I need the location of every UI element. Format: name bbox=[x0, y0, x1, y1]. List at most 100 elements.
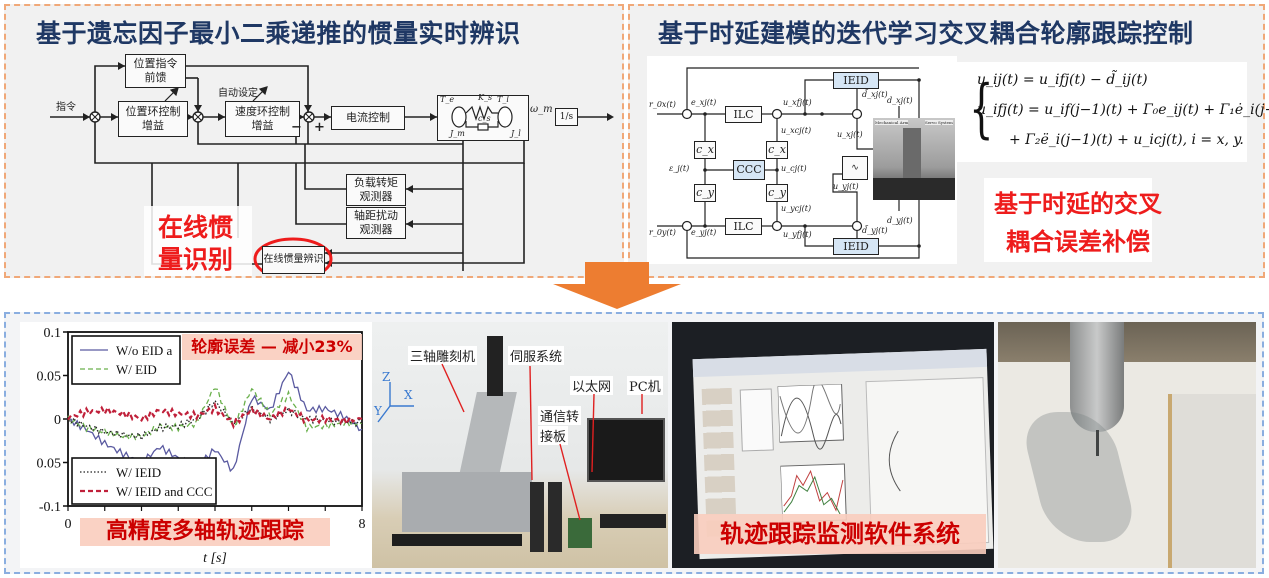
block-line: c_x bbox=[768, 143, 786, 156]
panel-title: 基于时延建模的迭代学习交叉耦合轮廓跟踪控制 bbox=[658, 19, 1194, 48]
tracking-trajectory-block: ∿ bbox=[842, 156, 868, 180]
cross-coupled-highlight: 基于时延的交叉 耦合误差补偿 bbox=[984, 178, 1162, 262]
legend-label: W/ IEID bbox=[116, 465, 161, 480]
spindle bbox=[1070, 322, 1124, 432]
arm-shape bbox=[903, 128, 921, 178]
series-line-w-o-eid-and-ccc bbox=[67, 371, 363, 473]
plant-label-tl: T_l bbox=[497, 95, 509, 104]
label-eyj: e_yj(t) bbox=[691, 228, 717, 237]
panel-title: 基于遗忘因子最小二乘递推的惯量实时辨识 bbox=[36, 19, 521, 48]
z-axis-label: Z bbox=[382, 370, 391, 384]
highlight-line: 耦合误差补偿 bbox=[1006, 228, 1150, 256]
x-axis-label: t [s] bbox=[203, 551, 227, 566]
shaft-disturbance-observer-block: 轴距扰动 观测器 bbox=[346, 207, 406, 239]
highlight-line: 量识别 bbox=[158, 245, 234, 274]
block-line: 位置指令 bbox=[133, 57, 178, 70]
ieid-block-bottom: IEID bbox=[833, 238, 879, 255]
cable-chain bbox=[392, 534, 522, 546]
ieid-block-top: IEID bbox=[833, 72, 879, 89]
testbed-photo: 三轴雕刻机 伺服系统 以太网 PC机 通信转 接板 Z X Y bbox=[372, 322, 668, 568]
output-arrow bbox=[578, 113, 614, 121]
y-axis-label: Y bbox=[374, 404, 382, 418]
down-arrow-icon bbox=[553, 262, 681, 309]
plant-label-cs: c_s bbox=[478, 114, 491, 123]
trajectory-arc bbox=[888, 430, 901, 492]
pc-monitor bbox=[587, 418, 665, 482]
block-line: 速度环控制 bbox=[235, 105, 290, 118]
block-line: c_x bbox=[696, 143, 714, 156]
y-tick-label: -0.1 bbox=[39, 500, 61, 515]
adapter-board bbox=[568, 518, 592, 548]
block-line: 前馈 bbox=[144, 71, 167, 84]
block-line: IEID bbox=[843, 73, 869, 87]
brace: { bbox=[969, 72, 994, 146]
diagram-wires bbox=[657, 67, 921, 259]
trajectory-canvas bbox=[865, 377, 990, 548]
engraver-column bbox=[487, 336, 503, 396]
servo-driver bbox=[530, 482, 544, 552]
block-line: 观测器 bbox=[359, 190, 393, 203]
label-r0y: r_0y(t) bbox=[649, 228, 676, 237]
highlight-line: 在线惯 bbox=[158, 213, 234, 242]
block-line: ILC bbox=[733, 107, 754, 121]
multi-axis-tracking-label: 高精度多轴轨迹跟踪 bbox=[80, 518, 330, 546]
equation-line: u_ifj(t) = u_if(j−1)(t) + Γ₀e_ij(t) + Γ₁… bbox=[977, 102, 1269, 118]
control-block-diagram: 指令 位置指令 前馈 位置环控制 增益 自动设定 速度环控制 增益 − + 电流… bbox=[50, 46, 620, 274]
label-exj: e_xj(t) bbox=[691, 98, 717, 107]
plot-thumbnails bbox=[777, 383, 847, 523]
two-mass-spring-icon bbox=[451, 105, 513, 131]
software-window bbox=[692, 348, 994, 560]
label-uxfj: u_xfj(t) bbox=[783, 98, 812, 107]
minus-sign: − bbox=[291, 120, 302, 135]
position-feedforward-block: 位置指令 前馈 bbox=[125, 54, 186, 88]
position-gain-block: 位置环控制 增益 bbox=[118, 101, 188, 137]
auto-setting-label: 自动设定 bbox=[218, 88, 258, 99]
photo-label: Mechanical Arm bbox=[875, 120, 909, 125]
keyboard bbox=[600, 514, 666, 528]
ilc-ccc-block-diagram: IEID ILC c_x c_x CCC c_y c_y ILC IEID ∿ … bbox=[647, 56, 957, 264]
block-line: ILC bbox=[733, 219, 754, 233]
block-line: 负载转矩 bbox=[354, 176, 398, 189]
online-inertia-identification-block: 在线惯量辨识 bbox=[262, 246, 325, 274]
spindle-shadow bbox=[1017, 412, 1141, 542]
block-line: 增益 bbox=[142, 119, 164, 132]
block-line: c_y bbox=[768, 186, 786, 199]
adapter-board-label-2: 接板 bbox=[538, 426, 569, 445]
block-line: 轴距扰动 bbox=[354, 209, 398, 222]
annotation-arrows bbox=[377, 363, 643, 521]
cx-block-left: c_x bbox=[694, 141, 716, 159]
label-r0x: r_0x(t) bbox=[649, 100, 676, 109]
photo-label: Servo System bbox=[925, 120, 953, 125]
series-line-w-ieid bbox=[67, 399, 363, 442]
block-line: 增益 bbox=[251, 119, 274, 132]
control-law-equations: { u_ij(t) = u_ifj(t) − d̃_ij(t) u_ifj(t)… bbox=[957, 62, 1269, 162]
right-board bbox=[1168, 394, 1256, 568]
block-line: 位置环控制 bbox=[125, 105, 181, 118]
highlight-line: 基于时延的交叉 bbox=[994, 190, 1162, 218]
ilc-block-bottom: ILC bbox=[725, 218, 762, 235]
series-line-w-eid bbox=[67, 387, 363, 442]
legend-top bbox=[71, 335, 181, 385]
x-tick-label: 8 bbox=[359, 517, 366, 532]
block-line: 1/s bbox=[559, 112, 574, 122]
label-uyfj: u_yfj(t) bbox=[783, 230, 812, 239]
series-line-w-ieid-and-ccc bbox=[67, 401, 363, 430]
block-line: 电流控制 bbox=[346, 111, 390, 124]
two-mass-plant-block bbox=[437, 95, 529, 141]
block-line: CCC bbox=[736, 163, 762, 176]
monitoring-software-photo: 轨迹跟踪监测软件系统 bbox=[672, 322, 994, 568]
plant-label-ks: K_s bbox=[478, 93, 493, 102]
label-dxj: d_xj(t) bbox=[887, 96, 913, 105]
y-tick-label: 0.05 bbox=[37, 370, 62, 385]
label-dyj-hat: d̃_yj(t) bbox=[862, 226, 888, 235]
inertia-identification-panel: 基于遗忘因子最小二乘递推的惯量实时辨识 bbox=[4, 4, 624, 278]
block-line: c_y bbox=[696, 186, 714, 199]
servo-system-label: 伺服系统 bbox=[508, 346, 565, 365]
plus-sign: + bbox=[314, 120, 325, 135]
engraver-label: 三轴雕刻机 bbox=[408, 346, 478, 365]
adapter-board-label-1: 通信转 bbox=[538, 406, 582, 425]
load-torque-observer-block: 负载转矩 观测器 bbox=[346, 174, 406, 206]
